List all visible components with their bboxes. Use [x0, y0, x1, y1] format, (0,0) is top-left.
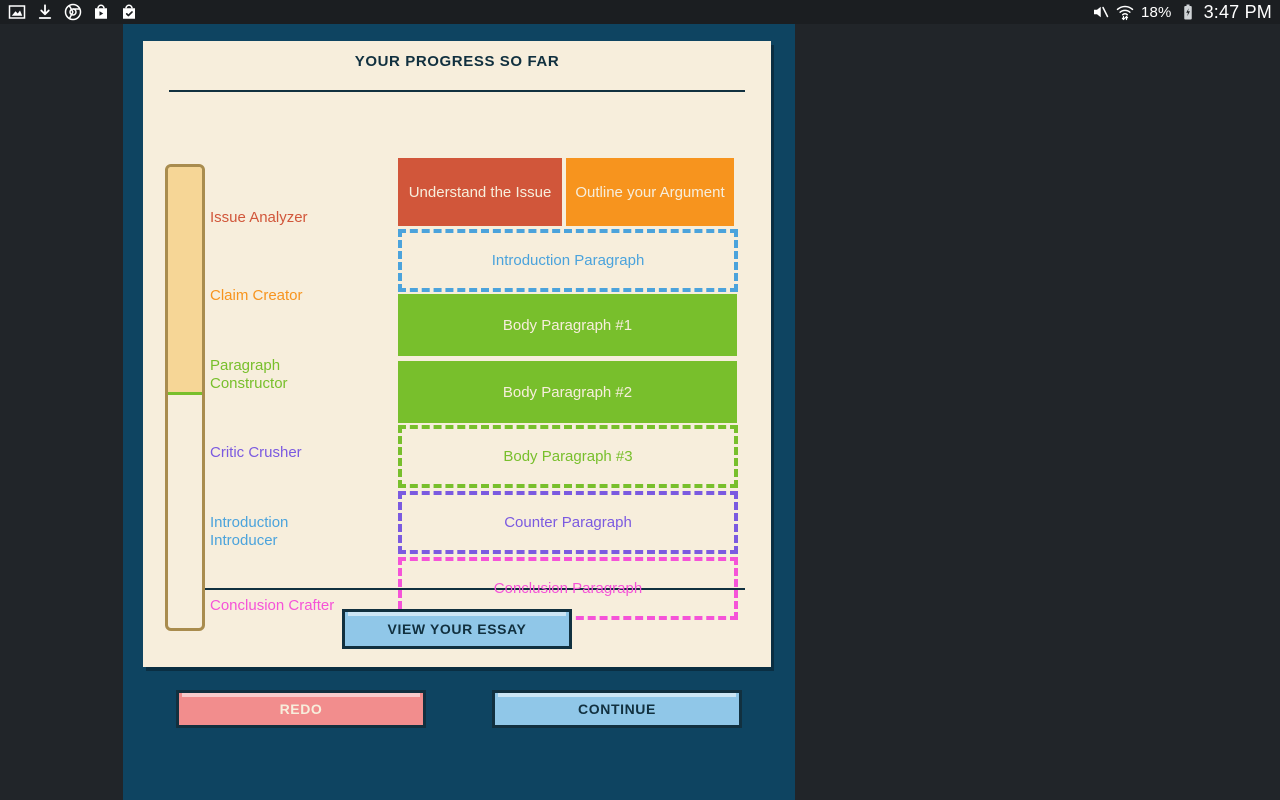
stage-label-conclusion-crafter: Conclusion Crafter — [210, 597, 335, 614]
stage-label-issue-analyzer: Issue Analyzer — [210, 209, 308, 226]
status-bar-left-icons — [0, 3, 138, 21]
download-icon — [38, 4, 52, 19]
footer-action-bar: REDO CONTINUE — [123, 690, 795, 750]
divider-bottom — [169, 588, 745, 590]
stage-label-list: Issue Analyzer Claim Creator Paragraph C… — [210, 96, 395, 614]
essay-block-body-paragraph-3[interactable]: Body Paragraph #3 — [398, 425, 738, 488]
mute-icon — [1093, 6, 1109, 18]
battery-charging-icon — [1183, 4, 1192, 20]
battery-percent-label: 18% — [1140, 3, 1172, 21]
stage-label-paragraph-constructor: Paragraph Constructor — [210, 357, 288, 392]
essay-block-list: Understand the Issue Outline your Argume… — [398, 158, 746, 620]
status-bar-right-cluster: 18% 3:47 PM — [1091, 2, 1280, 23]
android-status-bar: 18% 3:47 PM — [0, 0, 1280, 24]
page-title: YOUR PROGRESS SO FAR — [354, 53, 560, 70]
gallery-icon — [8, 5, 26, 19]
redo-button[interactable]: REDO — [176, 690, 426, 728]
progress-body: Issue Analyzer Claim Creator Paragraph C… — [143, 96, 771, 631]
essay-block-body-paragraph-2[interactable]: Body Paragraph #2 — [398, 361, 737, 423]
essay-block-counter-paragraph[interactable]: Counter Paragraph — [398, 491, 738, 554]
progress-card: YOUR PROGRESS SO FAR Issue Analyzer Clai… — [143, 41, 771, 667]
clock-label: 3:47 PM — [1203, 1, 1272, 22]
play-store-icon — [95, 4, 107, 19]
chrome-icon — [64, 3, 82, 21]
play-store-check-icon — [123, 4, 135, 19]
wifi-updown-icon — [1116, 5, 1134, 21]
stage-label-introduction-introducer: Introduction Introducer — [210, 514, 289, 549]
stage-label-claim-creator: Claim Creator — [210, 287, 303, 304]
overall-progress-meter — [165, 164, 205, 631]
continue-button[interactable]: CONTINUE — [492, 690, 742, 728]
essay-block-body-paragraph-1[interactable]: Body Paragraph #1 — [398, 294, 737, 356]
card-footer: VIEW YOUR ESSAY — [143, 588, 771, 649]
view-your-essay-button[interactable]: VIEW YOUR ESSAY — [342, 609, 572, 649]
essay-block-introduction-paragraph[interactable]: Introduction Paragraph — [398, 229, 738, 292]
divider-top — [169, 90, 745, 92]
essay-block-outline-your-argument[interactable]: Outline your Argument — [566, 158, 734, 226]
app-stage: YOUR PROGRESS SO FAR Issue Analyzer Clai… — [123, 24, 795, 800]
essay-block-row-top: Understand the Issue Outline your Argume… — [398, 158, 746, 226]
stage-label-critic-crusher: Critic Crusher — [210, 444, 302, 461]
essay-block-understand-the-issue[interactable]: Understand the Issue — [398, 158, 562, 226]
progress-meter-fill — [168, 167, 202, 396]
